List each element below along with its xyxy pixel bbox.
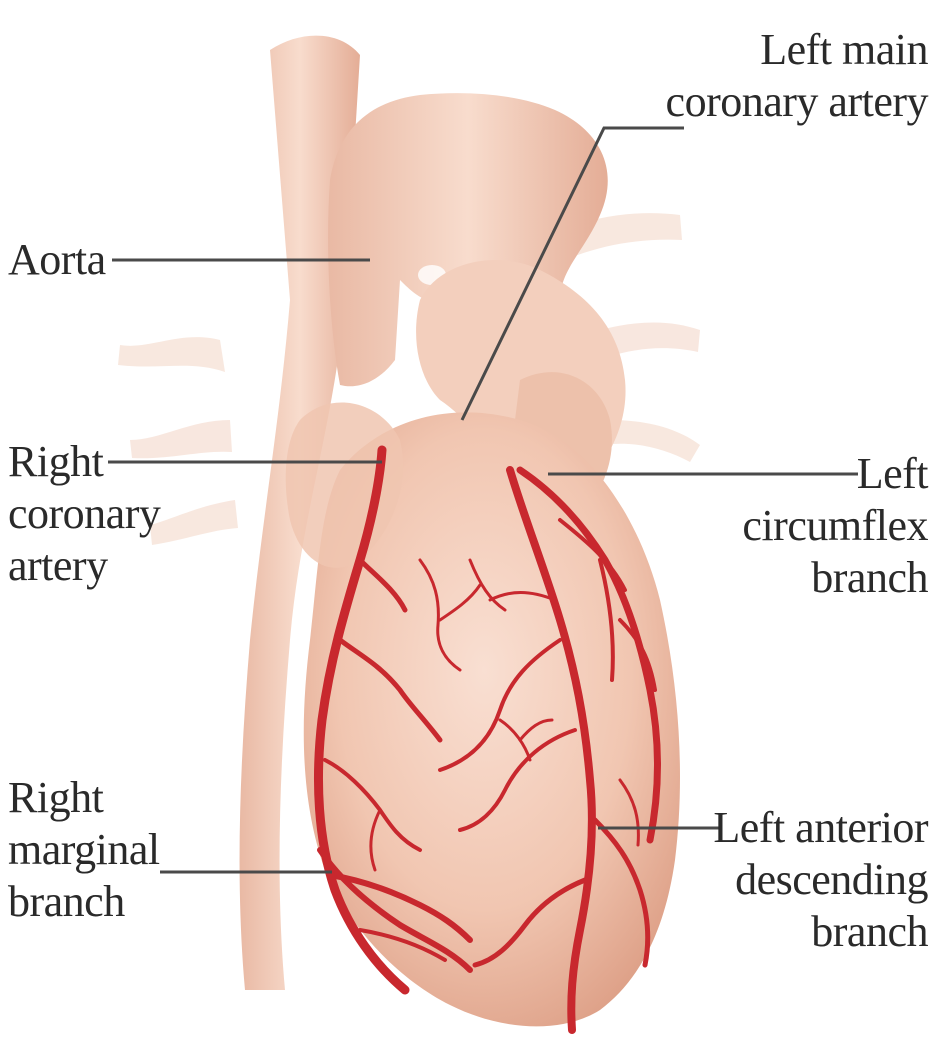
label-line: artery — [8, 540, 160, 592]
label-line: Left anterior — [713, 802, 928, 854]
label-line: Right — [8, 772, 160, 824]
label-left-circumflex-branch: Left circumflex branch — [742, 448, 928, 604]
label-right-coronary-artery: Right coronary artery — [8, 436, 160, 592]
label-line: branch — [742, 552, 928, 604]
label-aorta: Aorta — [8, 234, 106, 286]
label-left-main-coronary: Left main coronary artery — [666, 24, 928, 128]
label-line: Right — [8, 436, 160, 488]
label-line: coronary — [8, 488, 160, 540]
label-line: Left main — [666, 24, 928, 76]
label-line: descending — [713, 854, 928, 906]
label-right-marginal-branch: Right marginal branch — [8, 772, 160, 928]
label-line: Left — [742, 448, 928, 500]
label-line: Aorta — [8, 234, 106, 286]
label-line: branch — [8, 876, 160, 928]
label-left-anterior-descending-branch: Left anterior descending branch — [713, 802, 928, 958]
label-line: branch — [713, 906, 928, 958]
label-line: circumflex — [742, 500, 928, 552]
label-line: coronary artery — [666, 76, 928, 128]
label-line: marginal — [8, 824, 160, 876]
